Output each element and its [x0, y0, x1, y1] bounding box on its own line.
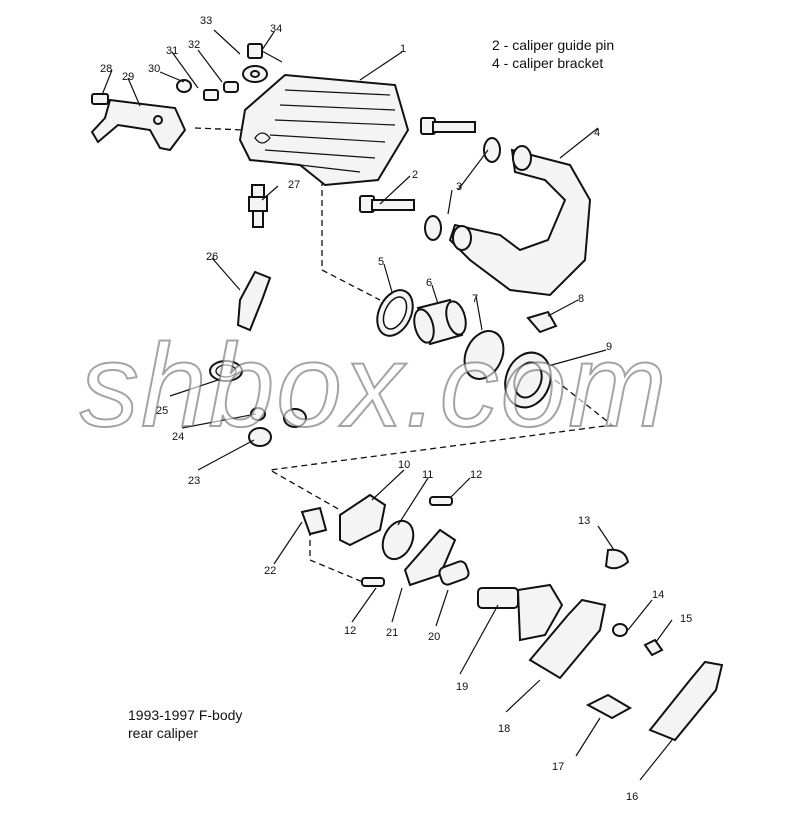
- actuator-part-22: [300, 506, 328, 536]
- callout-1: 1: [400, 43, 406, 55]
- callout-12a: 12: [470, 469, 482, 481]
- callout-10: 10: [398, 459, 410, 471]
- callout-13: 13: [578, 515, 590, 527]
- diagram-caption: 1993-1997 F-body rear caliper: [128, 706, 242, 742]
- caliper-housing-part-1: [238, 73, 410, 187]
- guide-pin-boot-upper-part-3: [483, 137, 501, 163]
- bleeder-bolt-part-34: [247, 43, 283, 63]
- sleeve-part-20: [438, 560, 470, 586]
- retaining-ring-part-7: [463, 330, 505, 380]
- legend-line-guide-pin: 2 - caliper guide pin: [492, 37, 615, 53]
- parking-lever-part-26: [236, 270, 272, 332]
- callout-12b: 12: [344, 625, 356, 637]
- nut-part-10: [339, 493, 387, 547]
- seal-part-23: [248, 427, 272, 447]
- callout-2: 2: [412, 169, 418, 181]
- callout-16: 16: [626, 791, 638, 803]
- callout-20: 20: [428, 631, 440, 643]
- caption-line-part: rear caliper: [128, 725, 199, 741]
- callout-15: 15: [680, 613, 692, 625]
- retainer-part-14: [612, 623, 628, 637]
- seal-part-23b: [283, 408, 307, 428]
- callout-30: 30: [148, 63, 160, 75]
- callout-27: 27: [288, 179, 300, 191]
- bearing-part-11: [381, 519, 415, 561]
- clip-part-13: [604, 548, 630, 570]
- parts-legend: 2 - caliper guide pin 4 - caliper bracke…: [492, 36, 614, 72]
- spring-part-12-lower: [361, 577, 385, 587]
- piston-boot-part-9: [504, 351, 552, 409]
- callout-26: 26: [206, 251, 218, 263]
- callout-11: 11: [422, 469, 433, 481]
- callout-28: 28: [100, 63, 112, 75]
- piston-part-6: [413, 298, 467, 346]
- callout-4: 4: [594, 127, 600, 139]
- piston-seal-part-5: [376, 289, 414, 337]
- bleeder-valve-part-27: [248, 184, 268, 228]
- callout-5: 5: [378, 256, 384, 268]
- guide-pin-boot-lower-part-3: [424, 215, 442, 241]
- washer-inner-part-33: [250, 70, 260, 78]
- assembly-line-caliper-to-bracket: [194, 127, 246, 131]
- callout-17: 17: [552, 761, 564, 773]
- spring-part-12-upper: [429, 496, 453, 506]
- leader-lines: [101, 29, 673, 781]
- sleeve-part-32: [223, 81, 239, 93]
- callout-22: 22: [264, 565, 276, 577]
- callout-29: 29: [122, 71, 134, 83]
- callout-34: 34: [270, 23, 282, 35]
- callout-9: 9: [606, 341, 612, 353]
- piston-assembly-part-19: [477, 583, 564, 642]
- assembly-line-pin-12: [309, 530, 371, 586]
- callout-32: 32: [188, 39, 200, 51]
- caliper-guide-pin-lower-part-2: [359, 195, 415, 213]
- caliper-bracket-part-4: [448, 145, 592, 297]
- callout-25: 25: [156, 405, 168, 417]
- legend-line-bracket: 4 - caliper bracket: [492, 55, 604, 71]
- callout-7: 7: [472, 293, 478, 305]
- caption-line-model: 1993-1997 F-body: [128, 707, 243, 723]
- assembly-line-caliper-down: [321, 180, 381, 301]
- pad-clip-part-17: [585, 693, 633, 720]
- bolt-part-28: [91, 93, 109, 105]
- assembly-line-piston-to-boot: [268, 379, 614, 511]
- callout-24: 24: [172, 431, 184, 443]
- clip-part-8: [526, 310, 558, 334]
- pin-part-15: [643, 638, 664, 657]
- plug-part-30: [176, 79, 192, 93]
- callout-6: 6: [426, 277, 432, 289]
- callout-8: 8: [578, 293, 584, 305]
- caliper-guide-pin-upper-part-2: [420, 117, 476, 135]
- parking-brake-bracket-part-29: [90, 98, 187, 152]
- washer-part-24: [250, 407, 266, 421]
- callout-31: 31: [166, 45, 178, 57]
- callout-3: 3: [456, 181, 462, 193]
- screw-part-31: [203, 89, 219, 101]
- inner-brake-pad-part-18: [528, 598, 607, 680]
- callout-23: 23: [188, 475, 200, 487]
- callout-18: 18: [498, 723, 510, 735]
- callout-21: 21: [386, 627, 398, 639]
- thrust-washer-part-21: [403, 528, 457, 587]
- callout-14: 14: [652, 589, 664, 601]
- callout-33: 33: [200, 15, 212, 27]
- callout-19: 19: [456, 681, 468, 693]
- return-spring-part-25: [209, 360, 243, 382]
- outer-brake-pad-part-16: [648, 660, 724, 742]
